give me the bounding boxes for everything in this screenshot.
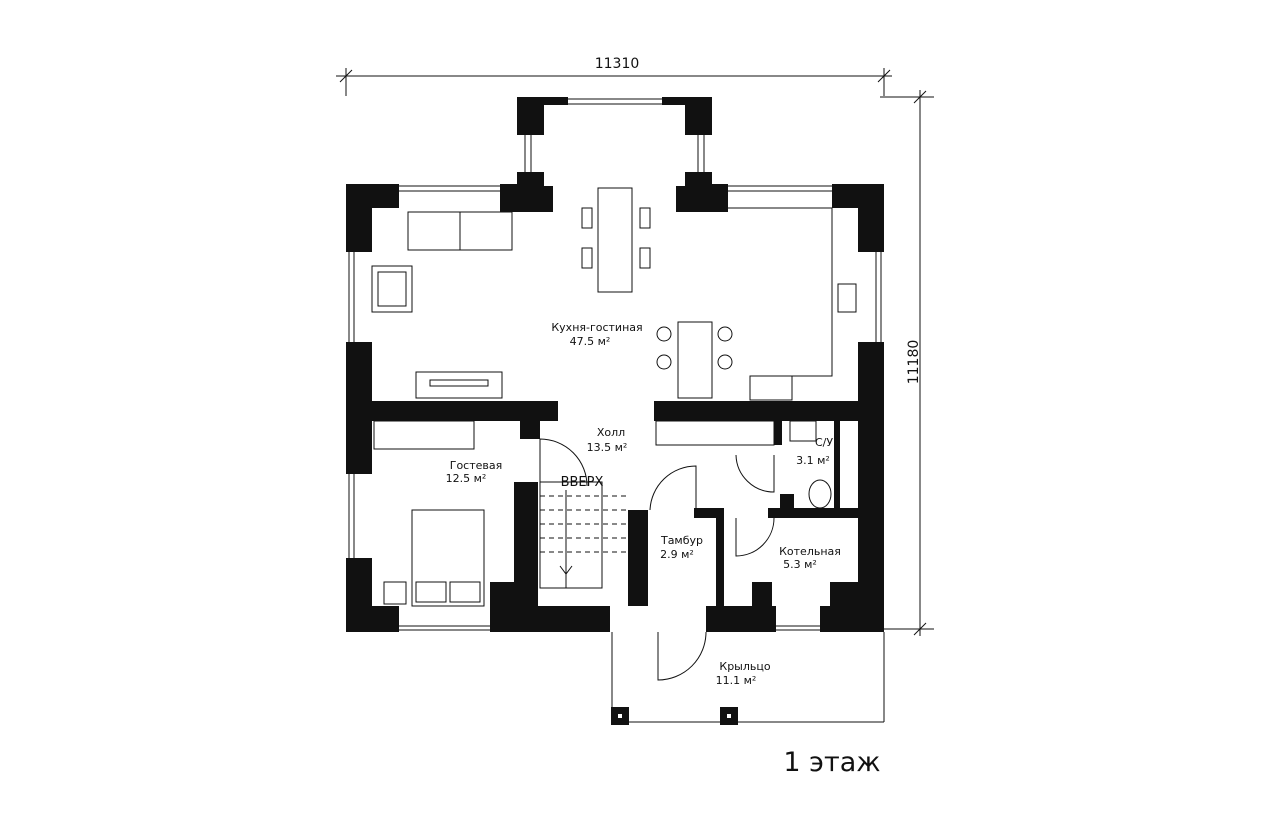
room-bathroom: С/У 3.1 м² [796, 436, 833, 467]
room-hall: Холл 13.5 м² [587, 426, 628, 454]
svg-text:5.3 м²: 5.3 м² [783, 558, 817, 571]
chair [639, 207, 651, 229]
svg-text:11.1 м²: 11.1 м² [716, 674, 757, 687]
kitchen-island [677, 321, 713, 399]
staircase [539, 481, 626, 589]
svg-text:С/У: С/У [815, 436, 833, 449]
svg-text:Кухня-гостиная: Кухня-гостиная [551, 321, 642, 334]
furniture [371, 187, 857, 607]
porch-post [611, 707, 629, 725]
room-boiler: Котельная 5.3 м² [779, 545, 841, 571]
room-kitchen-living: Кухня-гостиная 47.5 м² [551, 321, 642, 348]
svg-text:12.5 м²: 12.5 м² [446, 472, 487, 485]
toilet [808, 479, 832, 509]
washbasin [789, 420, 817, 442]
svg-text:2.9 м²: 2.9 м² [660, 548, 694, 561]
doors [539, 438, 775, 681]
chair [581, 207, 593, 229]
svg-text:Крыльцо: Крыльцо [719, 660, 770, 673]
svg-text:47.5 м²: 47.5 м² [570, 335, 611, 348]
armchair [371, 265, 413, 313]
interior-walls [372, 401, 858, 606]
dimension-width-label: 11310 [595, 56, 640, 72]
porch-post [720, 707, 738, 725]
room-porch: Крыльцо 11.1 м² [716, 660, 771, 687]
svg-text:Тамбур: Тамбур [660, 534, 703, 547]
dimension-width [336, 68, 892, 96]
dimension-height-label: 11180 [906, 340, 922, 385]
exterior-walls [346, 97, 884, 632]
room-guest: Гостевая 12.5 м² [446, 459, 503, 485]
chair [639, 247, 651, 269]
kitchen-counter [728, 207, 833, 377]
dining-table [597, 187, 633, 293]
hall-cabinet [655, 420, 775, 446]
chair [581, 247, 593, 269]
sink [837, 283, 857, 313]
wardrobe [373, 420, 475, 450]
svg-text:13.5 м²: 13.5 м² [587, 441, 628, 454]
bed [411, 509, 485, 607]
windows [348, 98, 882, 631]
stair-up-label: ВВЕРХ [561, 475, 604, 490]
svg-text:Холл: Холл [597, 426, 625, 439]
svg-text:Котельная: Котельная [779, 545, 841, 558]
room-vestibule: Тамбур 2.9 м² [660, 534, 703, 561]
floor-title: 1 этаж [783, 747, 880, 778]
svg-text:3.1 м²: 3.1 м² [796, 454, 830, 467]
svg-text:Гостевая: Гостевая [450, 459, 503, 472]
dimension-height [880, 90, 934, 636]
tv-stand [415, 371, 503, 399]
